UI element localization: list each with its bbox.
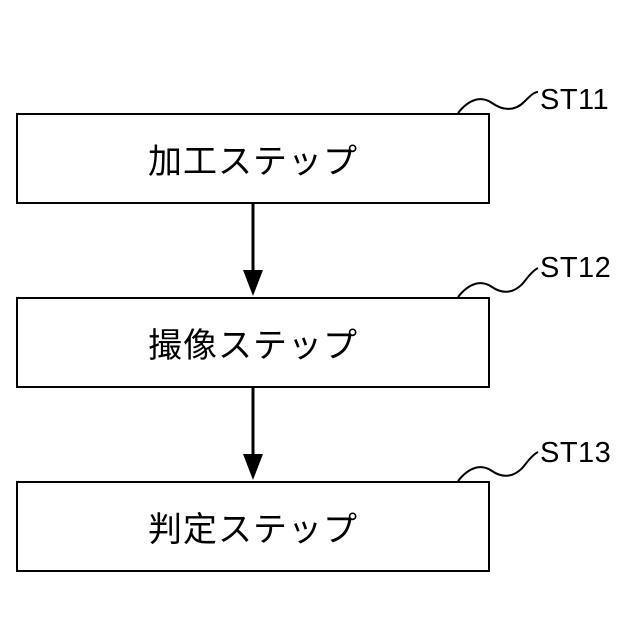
step-label: 加工ステップ (148, 134, 358, 183)
step-code-st13: ST13 (540, 437, 611, 470)
leader-line-st13 (458, 452, 538, 481)
step-code-st11: ST11 (540, 84, 609, 117)
leader-line-st12 (458, 268, 538, 297)
step-box-processing: 加工ステップ (16, 113, 490, 204)
step-box-judgment: 判定ステップ (16, 481, 490, 572)
step-box-imaging: 撮像ステップ (16, 297, 490, 388)
step-code-st12: ST12 (540, 252, 611, 285)
leader-line-st11 (458, 92, 538, 113)
flow-arrow-2-head (243, 454, 263, 480)
step-label: 撮像ステップ (148, 318, 358, 367)
step-label: 判定ステップ (148, 502, 358, 551)
flow-arrow-1-head (243, 270, 263, 296)
